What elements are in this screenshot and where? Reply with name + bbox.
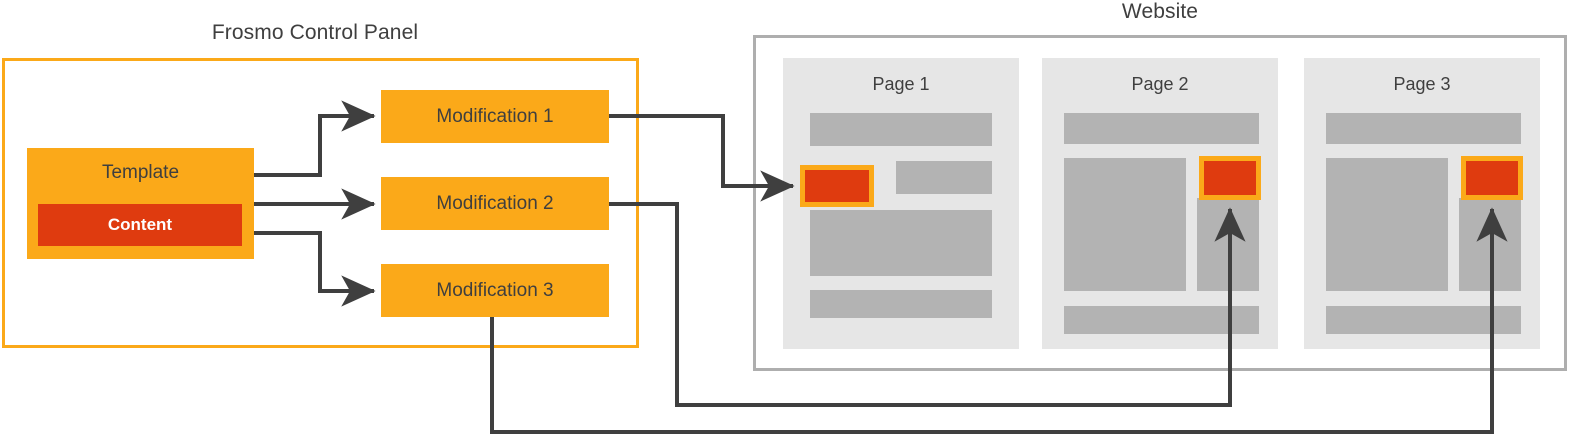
page-panel-2[interactable]: Page 2 — [1042, 58, 1278, 349]
template-content-node[interactable]: Content — [38, 204, 242, 246]
page1-block-header — [810, 113, 992, 146]
modification-node-2[interactable]: Modification 2 — [381, 177, 609, 230]
template-label: Template — [101, 162, 180, 183]
page2-block-sidebar — [1197, 198, 1259, 291]
page1-block-footer — [810, 290, 992, 318]
website-title: Website — [1121, 0, 1199, 23]
page3-block-sidebar — [1459, 198, 1521, 291]
modification-label-2: Modification 2 — [436, 192, 554, 214]
modification-label-1: Modification 1 — [436, 105, 554, 127]
page2-block-footer — [1064, 306, 1259, 334]
page1-modified-placement[interactable] — [800, 165, 874, 207]
page1-block-main — [810, 210, 992, 276]
control-panel-title: Frosmo Control Panel — [211, 21, 419, 44]
page3-block-header — [1326, 113, 1521, 144]
page-title-2: Page 2 — [1131, 74, 1189, 94]
page-title-1: Page 1 — [872, 74, 930, 94]
content-label: Content — [107, 215, 173, 234]
page-title-3: Page 3 — [1393, 74, 1451, 94]
page2-block-main — [1064, 158, 1186, 291]
page1-content-fill — [805, 170, 869, 202]
page2-modified-placement[interactable] — [1199, 156, 1261, 200]
page3-modified-placement[interactable] — [1461, 156, 1523, 200]
page2-block-header — [1064, 113, 1259, 144]
modification-node-1[interactable]: Modification 1 — [381, 90, 609, 143]
page2-content-fill — [1204, 161, 1256, 195]
page3-block-main — [1326, 158, 1448, 291]
page1-block-right — [896, 161, 992, 194]
page-panel-3[interactable]: Page 3 — [1304, 58, 1540, 349]
modification-node-3[interactable]: Modification 3 — [381, 264, 609, 317]
modification-label-3: Modification 3 — [436, 279, 554, 301]
page3-content-fill — [1466, 161, 1518, 195]
page3-block-footer — [1326, 306, 1521, 334]
template-node[interactable]: Template Content — [27, 148, 254, 259]
